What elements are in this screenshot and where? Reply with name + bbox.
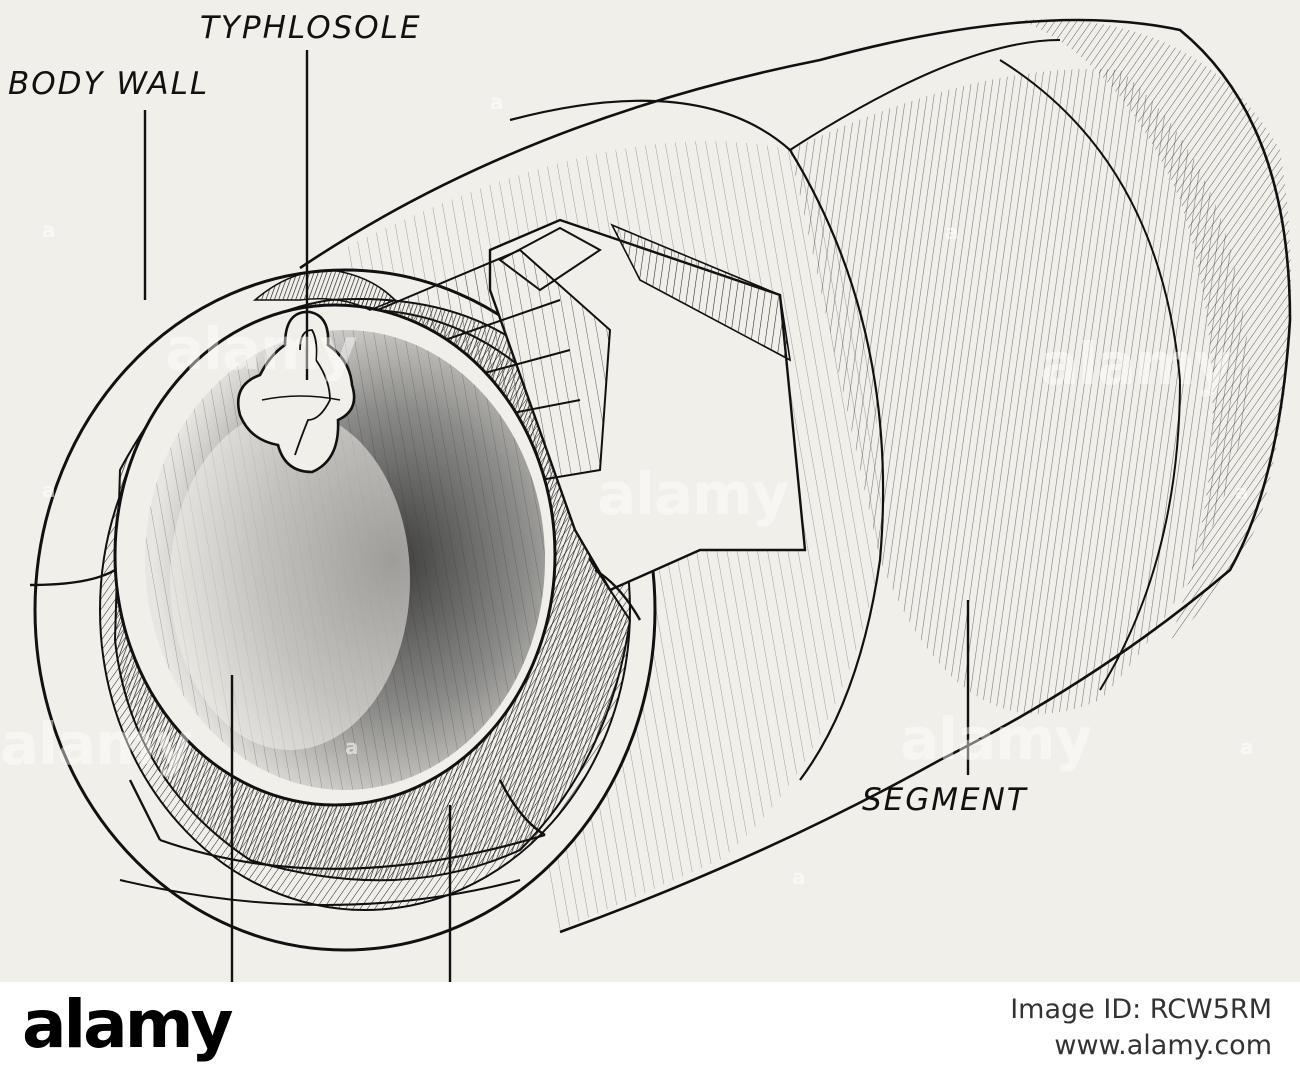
typhlosole-fold [236,310,356,474]
watermark-mark: a [345,735,359,759]
septum-notches [29,568,642,906]
image-id-text: Image ID: RCW5RM [1010,994,1272,1025]
site-url-link[interactable]: www.alamy.com [1054,1030,1272,1061]
label-segment: SEGMENT [862,782,1028,818]
watermark-mark: a [490,90,504,114]
leader-lines [143,50,970,982]
watermark-mark: a [42,218,56,242]
watermark-mark: a [1235,480,1249,504]
alamy-logo[interactable]: alamy [22,986,233,1063]
intestine-lumen [113,303,557,807]
watermark-mark: a [945,220,959,244]
watermark-mark: a [792,865,806,889]
label-typhlosole: TYPHLOSOLE [200,10,422,46]
image-info: Image ID: RCW5RM www.alamy.com [1010,992,1272,1064]
watermark: alamy [900,705,1092,773]
watermark-mark: a [1240,735,1254,759]
watermark: alamy [0,710,192,778]
watermark: alamy [1040,330,1232,398]
watermark-mark: a [42,478,56,502]
dorsal-vessel [252,269,397,311]
earthworm-drawing [29,18,1292,982]
earthworm-cross-section-figure: TYPHLOSOLE BODY WALL SEGMENT alamy alamy… [0,0,1300,982]
watermark: alamy [165,315,357,383]
watermark: alamy [597,460,789,528]
label-body-wall: BODY WALL [8,66,210,102]
stock-footer-bar: alamy Image ID: RCW5RM www.alamy.com [0,982,1300,1072]
